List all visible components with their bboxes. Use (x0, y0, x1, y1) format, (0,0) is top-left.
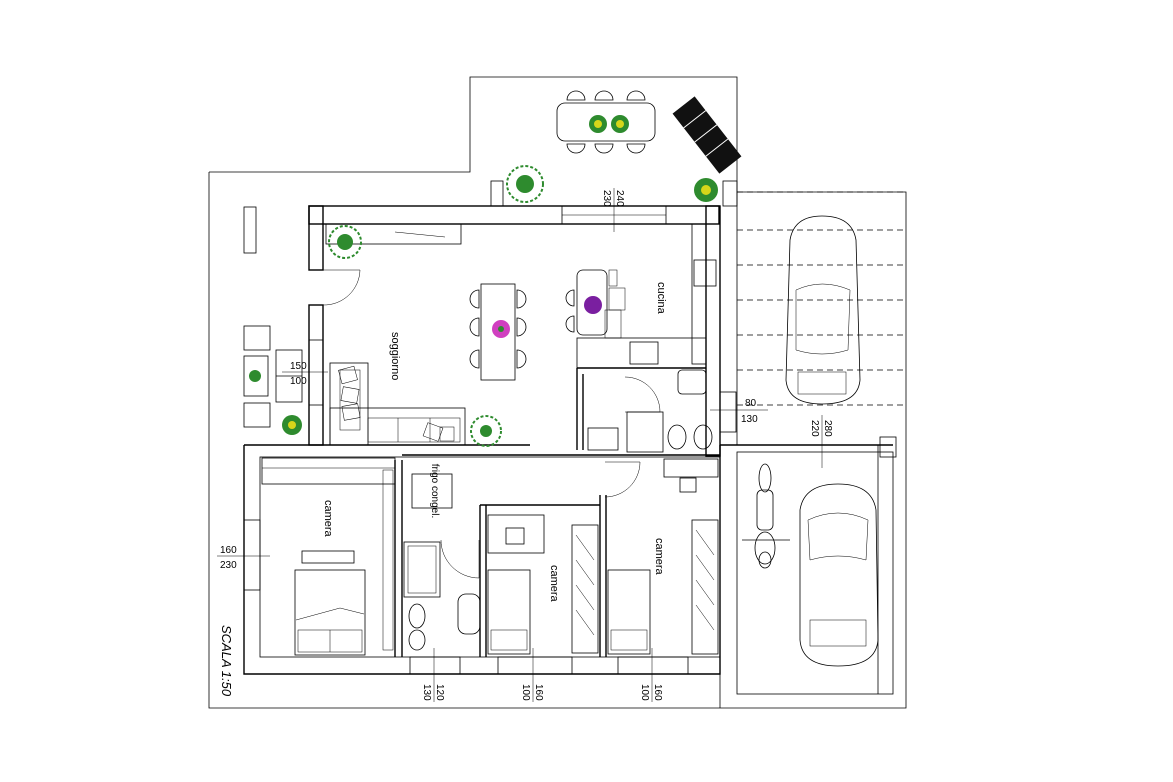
dim-bath-window-top: 120 (434, 684, 445, 701)
terrace (490, 90, 742, 207)
dim-door-garage-top: 80 (745, 398, 757, 409)
lounger-icon (672, 96, 742, 174)
fridge (411, 473, 453, 509)
dim-door-garage-bottom: 130 (741, 414, 758, 425)
label-camera-3: camera (653, 538, 665, 576)
bidet-icon (667, 424, 687, 450)
dim-bath-window-bottom: 130 (421, 684, 432, 701)
bedroom-2 (487, 514, 599, 655)
room-labels: soggiorno cucina camera camera camera (322, 282, 667, 603)
car-icon (785, 215, 879, 667)
dim-bedroom3-window-bottom: 100 (639, 684, 650, 701)
kitchen (325, 223, 717, 369)
wc-icon (693, 424, 713, 450)
dimensions: 240 230 150 100 160 230 120 130 160 100 … (217, 188, 833, 702)
dim-garage-door-top: 280 (822, 420, 833, 437)
desk (301, 550, 355, 564)
bedroom-1 (261, 457, 396, 656)
dim-bedroom1-window-top: 160 (220, 545, 237, 556)
sofa-icon (329, 362, 466, 446)
label-soggiorno: soggiorno (389, 332, 401, 380)
label-cucina: cucina (655, 282, 667, 315)
dim-bedroom2-window-bottom: 100 (520, 684, 531, 701)
house-walls (243, 205, 737, 675)
label-camera-2: camera (548, 565, 560, 603)
terrace-chairs (566, 90, 646, 154)
garden-left (243, 206, 303, 428)
sink-icon (693, 259, 717, 287)
motorbike-icon (742, 463, 790, 569)
dim-kitchen-window-top: 240 (614, 190, 625, 207)
scale-label: SCALA 1:50 (219, 625, 234, 697)
fridge-label: frigo congel. (429, 464, 440, 518)
sink-icon (677, 369, 707, 395)
dim-living-window-top: 150 (290, 361, 307, 372)
plant-icon (249, 115, 718, 447)
terrace-table (556, 102, 656, 142)
dim-garage-door-bottom: 220 (809, 420, 820, 437)
dim-bedroom2-window-top: 160 (533, 684, 544, 701)
dim-living-window-bottom: 100 (290, 376, 307, 387)
bed-icon (294, 569, 366, 656)
carport (720, 191, 906, 695)
bathrooms: frigo congel. (403, 369, 719, 651)
dim-bedroom3-window-top: 160 (652, 684, 663, 701)
label-camera-1: camera (322, 500, 334, 538)
bedroom-3 (607, 519, 719, 655)
kitchen-island (576, 269, 608, 336)
dining-table (469, 283, 527, 381)
outer-boundary (208, 76, 907, 709)
dim-kitchen-window-bottom: 230 (601, 190, 612, 207)
dim-bedroom1-window-bottom: 230 (220, 560, 237, 571)
